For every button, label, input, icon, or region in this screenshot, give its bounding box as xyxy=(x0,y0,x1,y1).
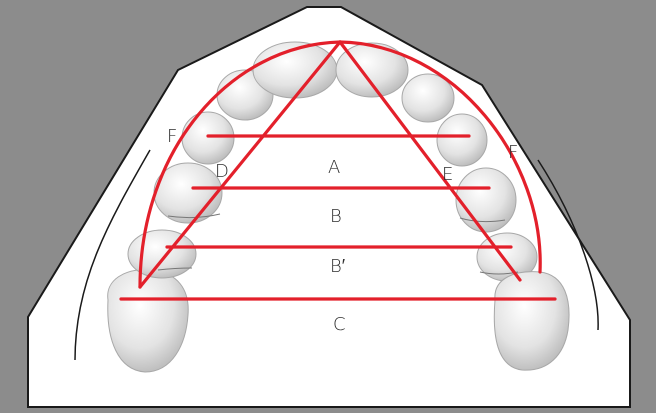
tooth-right-premolar-1 xyxy=(456,168,516,232)
label-c: C xyxy=(333,314,346,335)
label-a: A xyxy=(328,157,340,178)
tooth-left-canine xyxy=(182,112,234,164)
tooth-right-canine xyxy=(437,114,487,166)
tooth-right-molar xyxy=(494,272,569,370)
label-d: D xyxy=(215,161,229,182)
label-b: B xyxy=(330,206,342,227)
label-e: E xyxy=(442,164,453,185)
label-f-right: F xyxy=(508,142,518,163)
tooth-left-premolar-2 xyxy=(128,230,196,278)
label-b-prime: B′ xyxy=(330,256,346,277)
tooth-right-lateral-incisor xyxy=(402,74,454,122)
label-f-left: F xyxy=(167,126,177,147)
